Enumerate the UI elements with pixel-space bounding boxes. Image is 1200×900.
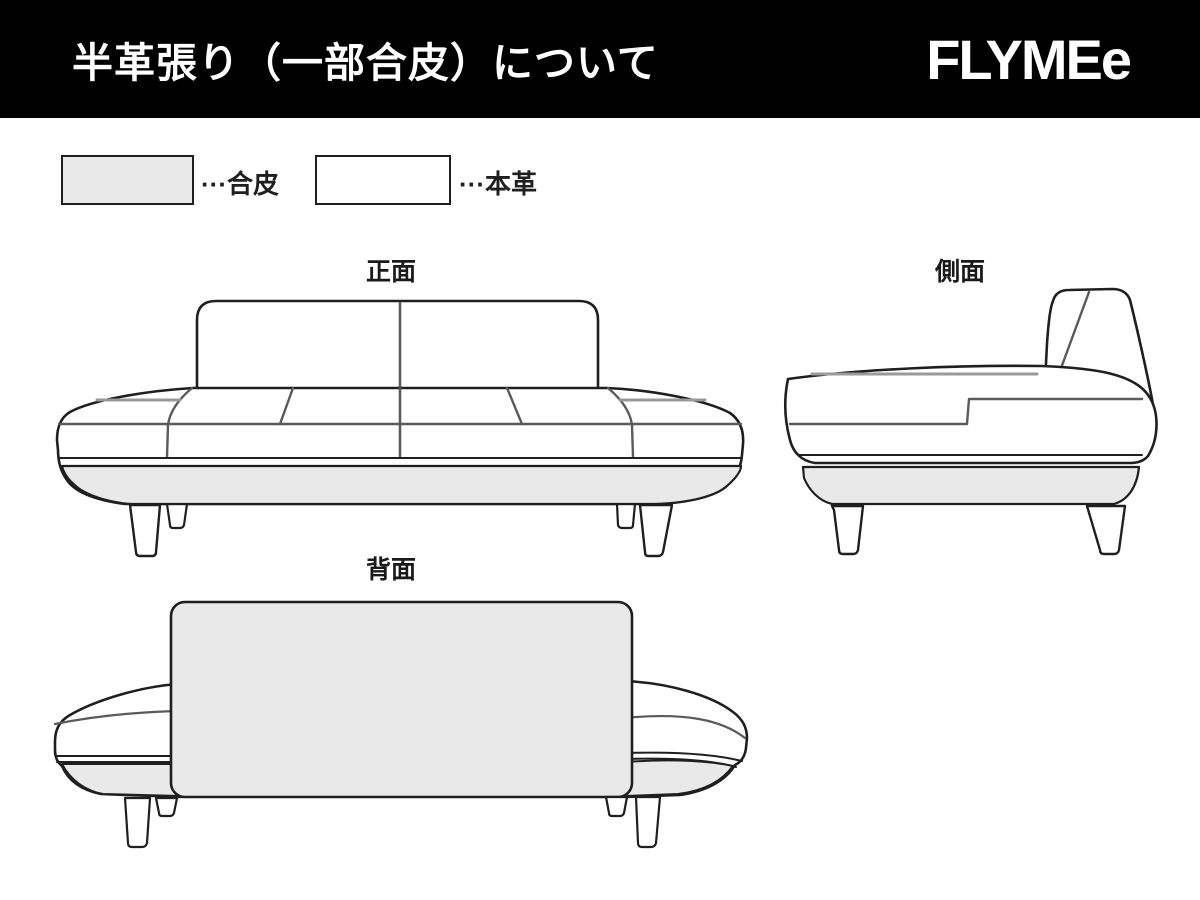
back-panel-synthetic: [169, 600, 634, 799]
front-view-title: 正面: [365, 258, 416, 286]
back-left-synthetic: [61, 763, 181, 797]
back-left-arm-seam: [53, 709, 182, 726]
page-title: 半革張り（一部合皮）について: [72, 40, 659, 86]
side-body: [783, 364, 1158, 465]
front-left-cushion-seam: [278, 386, 295, 426]
front-view-drawing: [55, 299, 745, 558]
front-right-arm-seam: [606, 386, 635, 459]
front-left-arm-seam: [165, 386, 194, 459]
header-bar: 半革張り（一部合皮）について FLYMEe: [0, 0, 1200, 118]
front-rear-right-leg: [615, 502, 637, 530]
back-left-outer-leg: [123, 796, 152, 849]
legend-swatch-genuine: [315, 155, 451, 205]
back-right-synthetic: [624, 759, 734, 797]
side-left-leg: [830, 504, 865, 556]
front-skirt-synthetic: [60, 464, 743, 506]
back-left-piping: [55, 755, 181, 763]
side-view-drawing: [783, 287, 1158, 556]
side-right-leg: [1085, 504, 1127, 556]
back-right-inner-leg: [604, 795, 629, 818]
legend-label-synthetic: ···合皮: [201, 169, 279, 199]
front-front-left-leg: [128, 503, 162, 558]
front-rear-left-leg: [165, 502, 189, 530]
side-face-seam: [788, 397, 1144, 426]
front-front-right-leg: [638, 503, 674, 558]
back-view-drawing: [53, 600, 749, 849]
back-view-title: 背面: [365, 556, 416, 584]
back-right-arm-seam: [623, 714, 747, 740]
side-view-title: 側面: [934, 258, 985, 286]
legend-swatch-synthetic: [61, 155, 194, 205]
front-right-cushion-seam: [505, 386, 524, 426]
flymee-logo: FLYMEe: [926, 27, 1132, 91]
legend-label-genuine: ···本革: [459, 169, 537, 199]
back-right-outer-leg: [634, 795, 662, 849]
back-left-inner-leg: [154, 796, 179, 818]
front-backrest: [195, 299, 600, 394]
side-skirt-synthetic: [801, 465, 1141, 506]
